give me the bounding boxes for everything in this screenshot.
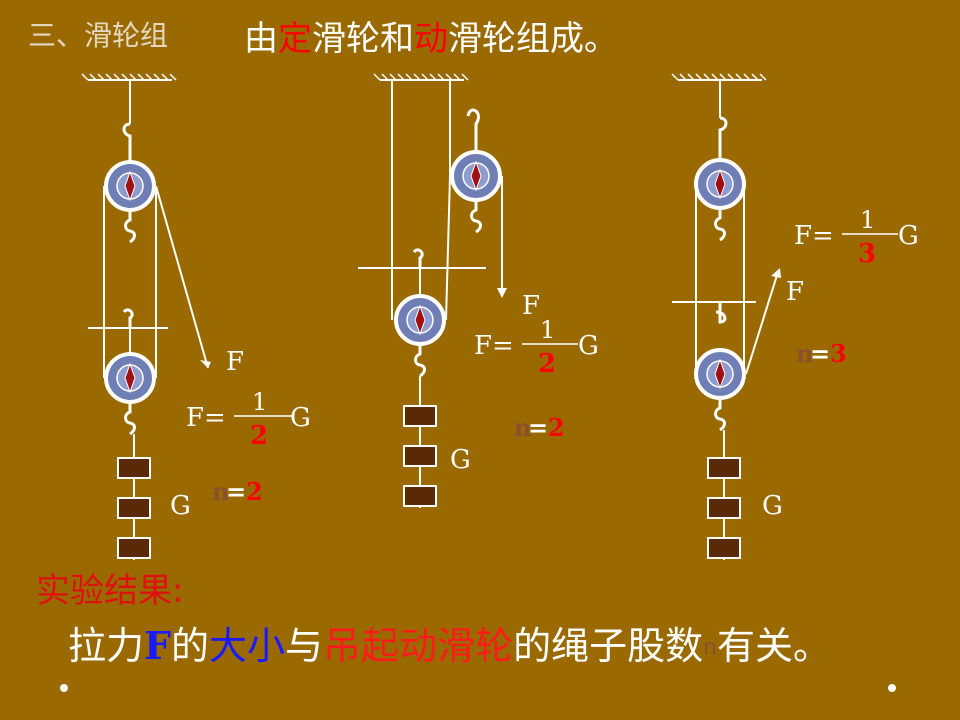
result-n-symbol: n xyxy=(703,635,718,661)
result-part-1: 拉力 xyxy=(68,624,145,668)
slide-title: 由定滑轮和动滑轮组成。 xyxy=(244,22,618,56)
ceiling-2-icon xyxy=(373,73,469,81)
weight-block-3c xyxy=(707,537,741,559)
formula-2-denominator: 2 xyxy=(538,349,556,379)
fixed-pulley-3-icon xyxy=(694,158,746,210)
movable-pulley-1-icon xyxy=(104,352,156,404)
result-movable-pulley: 动滑轮 xyxy=(399,624,514,668)
formula-3-F: F xyxy=(794,221,812,251)
hook-2b-icon xyxy=(414,344,426,378)
section-heading: 三、滑轮组 xyxy=(28,19,169,52)
formula-3-denominator: 3 xyxy=(858,239,876,269)
pulley-system-3: F G F = 1 3 G n = 3 xyxy=(671,73,919,560)
weight-block-3b xyxy=(707,497,741,519)
weight-block-2b xyxy=(403,445,437,467)
result-part-5: 与 xyxy=(285,624,324,668)
force-label-1: F xyxy=(226,347,244,377)
result-part-10: 有关。 xyxy=(717,624,832,668)
formula-1-F: F xyxy=(186,403,204,433)
formula-2-numerator: 1 xyxy=(540,316,555,344)
result-force-symbol: F xyxy=(144,623,171,668)
weight-block-1b xyxy=(117,497,151,519)
hook-1a-icon xyxy=(124,210,136,244)
weight-label-2: G xyxy=(450,445,471,475)
pulley-system-1: F G F = 1 2 G n = 2 xyxy=(81,73,311,560)
weight-block-1c xyxy=(117,537,151,559)
corner-dot-right xyxy=(888,684,896,692)
title-movable-word: 动 xyxy=(414,19,448,59)
ceiling-1-icon xyxy=(81,73,177,81)
title-fixed-word: 定 xyxy=(278,19,312,59)
movable-pulley-2-icon xyxy=(394,294,446,346)
formula-1-eq: = xyxy=(204,403,226,433)
weight-block-2a xyxy=(403,405,437,427)
formula-3-numerator: 1 xyxy=(860,206,875,234)
result-magnitude: 大小 xyxy=(209,624,286,668)
ceiling-3-icon xyxy=(671,73,767,81)
formula-1-denominator: 2 xyxy=(250,421,268,451)
hook-3b-icon xyxy=(714,398,726,432)
formula-2-eq: = xyxy=(492,331,514,361)
movable-pulley-3-icon xyxy=(694,348,746,400)
hook-2a-icon xyxy=(470,200,482,234)
weight-label-3: G xyxy=(762,491,783,521)
weight-label-1: G xyxy=(170,491,191,521)
n-eq-3: = xyxy=(810,339,830,368)
result-part-3: 的 xyxy=(171,624,210,668)
result-part-8: 的绳子股数 xyxy=(513,624,704,668)
weight-block-3a xyxy=(707,457,741,479)
force-label-2: F xyxy=(522,291,540,321)
weight-block-1a xyxy=(117,457,151,479)
formula-3-eq: = xyxy=(812,221,834,251)
n-symbol-3: n xyxy=(796,339,813,368)
n-eq-2: = xyxy=(528,413,548,442)
formula-1-numerator: 1 xyxy=(252,388,267,416)
formula-3-G: G xyxy=(898,221,919,251)
force-label-3: F xyxy=(786,277,804,307)
hook-3a-icon xyxy=(714,208,726,242)
n-value-1: 2 xyxy=(246,477,263,506)
hook-1b-icon xyxy=(124,402,136,436)
n-value-3: 3 xyxy=(830,339,847,368)
title-part-1: 由 xyxy=(244,19,278,59)
formula-2-F: F xyxy=(474,331,492,361)
fixed-pulley-1-icon xyxy=(104,160,156,212)
title-part-3: 滑轮和 xyxy=(312,19,414,59)
title-part-5: 滑轮组成。 xyxy=(448,19,618,59)
formula-2-G: G xyxy=(578,331,599,361)
result-statement: 拉力F的大小与吊起动滑轮的绳子股数n有关。 xyxy=(68,624,832,668)
n-eq-1: = xyxy=(226,477,246,506)
n-value-2: 2 xyxy=(548,413,565,442)
n-symbol-1: n xyxy=(212,477,229,506)
corner-dot-left xyxy=(60,684,68,692)
formula-1-G: G xyxy=(290,403,311,433)
result-heading: 实验结果: xyxy=(36,571,184,611)
pulley-system-2: F G F = 1 2 G n = 2 xyxy=(358,73,599,508)
fixed-pulley-2-icon xyxy=(450,150,502,202)
n-symbol-2: n xyxy=(514,413,531,442)
result-lift: 吊起 xyxy=(323,624,400,668)
weight-block-2c xyxy=(403,485,437,507)
